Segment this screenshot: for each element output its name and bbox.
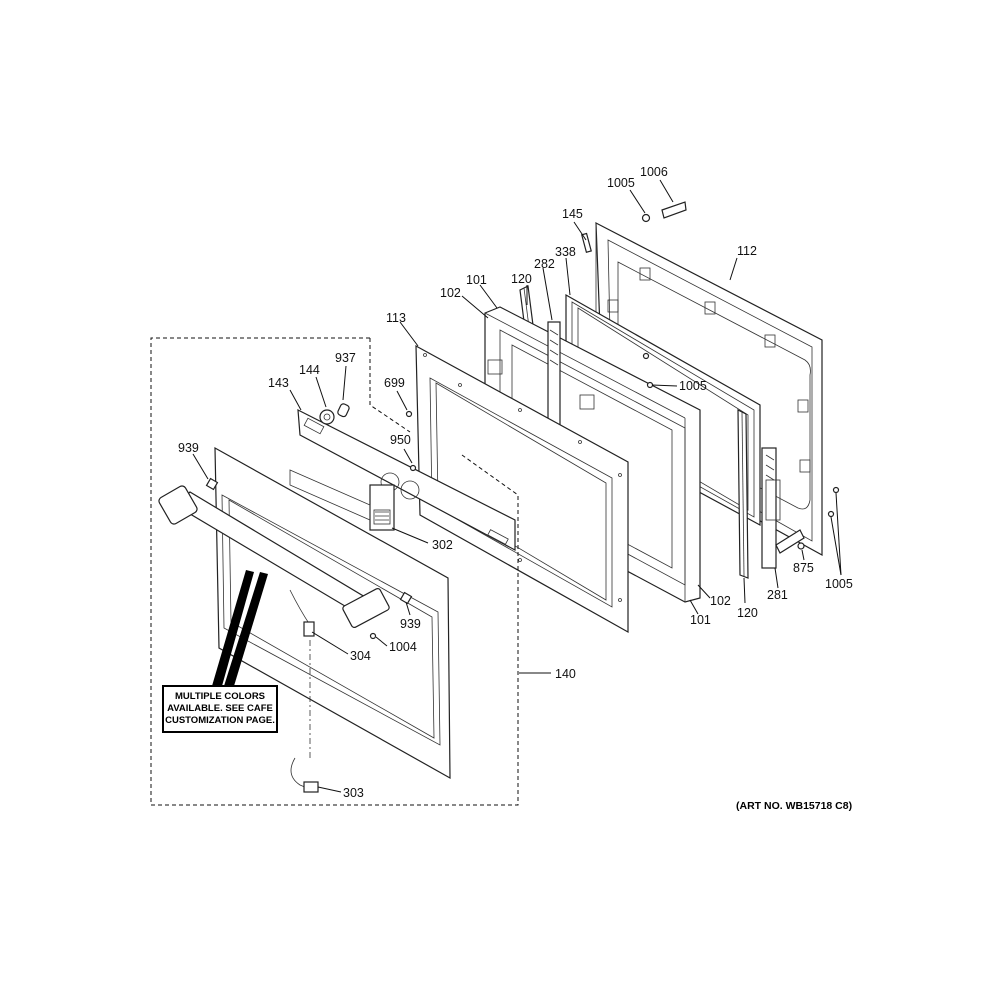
screw-1004 — [369, 632, 377, 640]
label-112: 112 — [737, 244, 757, 258]
label-875: 875 — [793, 561, 814, 575]
label-144: 144 — [299, 363, 320, 377]
label-1006: 1006 — [640, 165, 668, 179]
latch-302 — [369, 484, 395, 531]
screws-1005-mid — [642, 352, 654, 389]
note-line-3: CUSTOMIZATION PAGE. — [165, 715, 275, 726]
label-101: 101 — [690, 613, 711, 627]
customization-note: MULTIPLE COLORS AVAILABLE. SEE CAFE CUST… — [162, 685, 278, 733]
label-145: 145 — [562, 207, 583, 221]
screw-1006 — [661, 201, 687, 219]
leader-lines — [192, 179, 842, 793]
label-338: 338 — [555, 245, 576, 259]
inner-door-113 — [415, 344, 629, 634]
screw-939-right — [399, 591, 413, 605]
hinge-281 — [761, 447, 805, 569]
label-143: 143 — [268, 376, 289, 390]
note-line-1: MULTIPLE COLORS — [174, 691, 266, 702]
label-302: 302 — [432, 538, 453, 552]
label-1005: 1005 — [679, 379, 707, 393]
assembly-boundary-140 — [150, 337, 519, 806]
spacer-937 — [337, 403, 350, 418]
label-140: 140 — [555, 667, 576, 681]
label-113: 113 — [386, 311, 406, 325]
label-937: 937 — [335, 351, 356, 365]
note-pointer — [212, 570, 268, 686]
side-rail-120-right — [737, 409, 749, 579]
art-number: (ART NO. WB15718 C8) — [736, 800, 853, 812]
screws-1005-right — [827, 486, 840, 518]
label-699: 699 — [384, 376, 405, 390]
label-950: 950 — [390, 433, 411, 447]
label-281: 281 — [767, 588, 788, 602]
hinge-282 — [547, 321, 561, 433]
label-102: 102 — [710, 594, 731, 608]
label-120: 120 — [737, 606, 758, 620]
label-1005: 1005 — [825, 577, 853, 591]
label-1005: 1005 — [607, 176, 635, 190]
label-304: 304 — [350, 649, 371, 663]
screw-939-left — [205, 477, 219, 491]
note-line-2: AVAILABLE. SEE CAFE — [167, 703, 273, 714]
label-282: 282 — [534, 257, 555, 271]
label-101: 101 — [466, 273, 487, 287]
label-939: 939 — [400, 617, 421, 631]
door-handle — [158, 485, 390, 628]
label-120: 120 — [511, 272, 532, 286]
outer-door-front — [214, 446, 451, 780]
label-303: 303 — [343, 786, 364, 800]
label-939: 939 — [178, 441, 199, 455]
label-102: 102 — [440, 286, 461, 300]
control-panel-143 — [297, 408, 516, 552]
screw-699 — [405, 410, 413, 418]
screw-950 — [409, 464, 417, 472]
label-1004: 1004 — [389, 640, 417, 654]
part-labels: 1005 1006 145 338 282 120 101 102 113 11… — [178, 165, 853, 800]
knob-144 — [319, 409, 335, 425]
screw-1005-top — [641, 213, 651, 223]
screw-875 — [797, 542, 805, 550]
screw-145 — [581, 232, 592, 253]
